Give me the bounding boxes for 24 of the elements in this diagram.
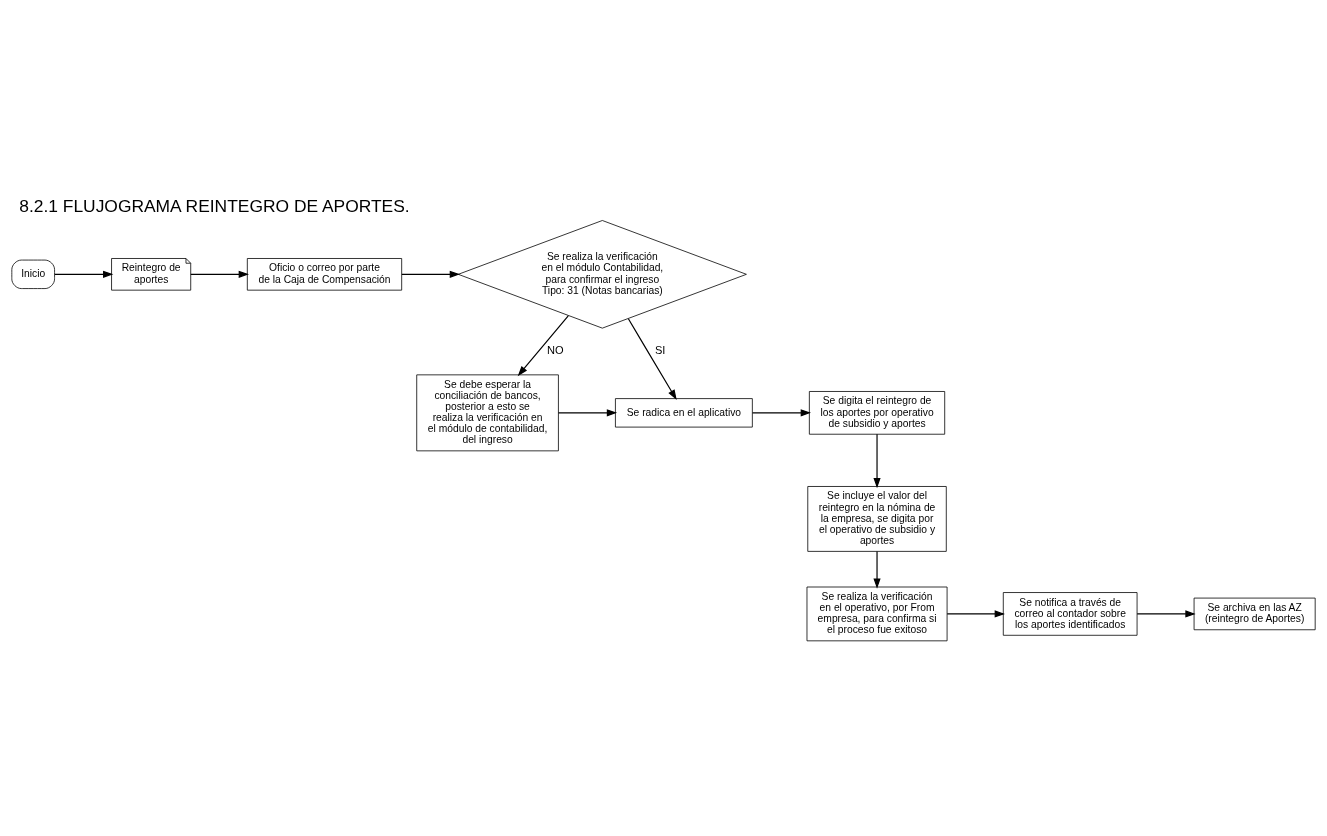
arrow (751, 409, 811, 417)
arrow (557, 409, 618, 417)
node-box: Se digita el reintegro de los aportes por operativo de subsidio y aportes (808, 391, 946, 435)
arrow (190, 270, 249, 278)
node-box: Inicio (11, 259, 55, 289)
node-box: Se archiva en las AZ (reintegro de Aportes) (1193, 597, 1316, 631)
arrow (401, 270, 461, 278)
arrow (873, 551, 881, 589)
node-box: Se radica en el aplicativo (615, 398, 753, 428)
node-box: Se notifica a través de correo al contador sobre los aportes identificados (1002, 592, 1138, 636)
arrow (54, 270, 114, 278)
diagram-title: 8.2.1 FLUJOGRAMA REINTEGRO DE APORTES. (19, 196, 410, 217)
edge-label: SI (654, 344, 666, 357)
node-box: Oficio o correo por parte de la Caja de Compensación (246, 258, 403, 291)
arrow (946, 610, 1005, 618)
arrow (627, 318, 677, 401)
node-diamond: Se realiza la verificación en el módulo Contabilidad, para confirmar el ingreso Tipo: 31 (Notas bancarias) (457, 220, 747, 329)
edge-label: NO (546, 344, 564, 357)
node-box: Se realiza la verificación en el operativo, por From empresa, para confirma si el proceso fue exitoso (806, 586, 948, 642)
arrow (1136, 610, 1196, 618)
arrow (873, 433, 881, 489)
node-box: Se debe esperar la conciliación de bancos, posterior a esto se realiza la verificación en el módulo de contabilidad, del ingreso (416, 374, 559, 452)
node-box: Se incluye el valor del reintegro en la nómina de la empresa, se digita por el operativo de subsidio y aportes (807, 486, 947, 552)
arrow (517, 315, 569, 377)
